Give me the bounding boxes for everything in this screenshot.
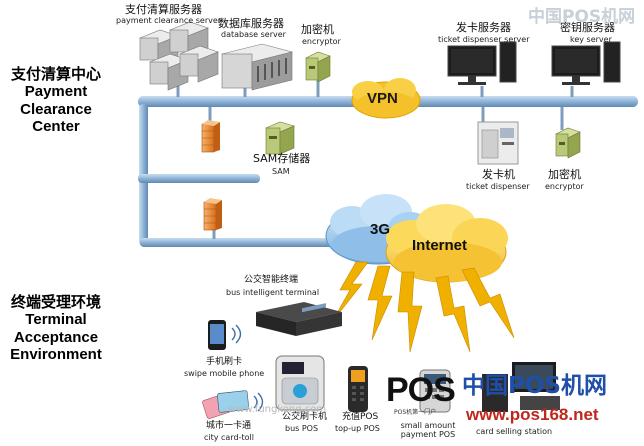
mobile-phone-label-zh: 手机刷卡 [206,357,243,367]
sam-link [138,174,260,183]
mobile-phone-icon [208,320,242,350]
database-server-label-en: database server [221,30,286,39]
small-pos-label-en: small amount payment POS [400,421,456,439]
payment-clearance-server-icon [139,21,219,91]
payment-center-section: 支付清算中心 Payment Clearance Center [0,65,112,135]
3g-label: 3G [370,221,391,238]
payment-center-title-en-1: Payment [24,83,88,101]
firewall-upper-icon [201,120,220,153]
clearance-server-label-zh: 支付清算服务器 [125,3,202,16]
ticket-dispenser-label-en: ticket dispenser [466,182,530,191]
key-server-label-zh: 密钥服务器 [560,21,615,34]
payment-center-title-en-3: Center [32,117,80,135]
bus-intelligent-terminal-icon [256,302,342,336]
card-selling-station-icon [482,362,560,412]
watermark-pos-logo: POS [386,371,456,409]
sam-label-en: SAM [272,167,290,176]
encryptor-top-label-zh: 加密机 [301,23,334,36]
bus-pos-label-en: bus POS [285,424,319,433]
database-server-icon [220,43,294,91]
encryptor-mid-icon [555,127,581,159]
terminal-title-en-3: Environment [10,345,102,363]
watermark-cn: 中国POS机网 [462,373,607,399]
small-amount-pos-icon [419,369,451,413]
bus-terminal-label-zh: 公交智能终端 [244,275,299,285]
sam-label-zh: SAM存储器 [253,152,311,165]
card-selling-label-en: card selling station [476,427,553,436]
internet-cloud [385,204,508,283]
watermark-mid: www.fungkong.com [228,404,327,415]
encryptor-mid-label-en: encryptor [545,182,584,191]
watermark-pos-sub: POS机第一门户 [394,409,437,416]
payment-center-title-zh: 支付清算中心 [10,65,101,83]
terminal-title-en-2: Acceptance [13,328,99,346]
terminal-section: 终端受理环境 Terminal Acceptance Environment [0,293,112,363]
encryptor-mid-label-zh: 加密机 [548,168,581,181]
ticket-dispenser-label-zh: 发卡机 [482,168,515,181]
ticket-dispenser-server-label-en: ticket dispenser server [438,35,530,44]
terminal-title-en-1: Terminal [25,311,87,329]
top-up-pos-icon [348,366,368,412]
top-up-pos-label-zh: 充值POS [342,412,379,422]
top-up-pos-label-en: top-up POS [335,424,380,433]
sam-storage-icon [265,121,295,155]
vpn-label: VPN [367,90,398,107]
mobile-phone-label-en: swipe mobile phone [184,369,265,378]
bus-pos-icon [275,355,325,411]
database-server-label-zh: 数据库服务器 [218,17,284,30]
internet-label: Internet [412,237,468,254]
clearance-server-label-en: payment clearance server [116,16,222,25]
city-card-label-zh: 城市一卡通 [206,421,252,431]
encryptor-top-icon [305,51,331,83]
vpn-cloud [351,78,421,119]
city-card-label-en: city card-toll [204,433,254,442]
encryptor-top-label-en: encryptor [302,37,341,46]
terminal-link [140,238,374,247]
bus-pos-label-zh: 公交刷卡机 [282,412,328,422]
key-server-icon [551,41,621,85]
city-card-icon [202,390,264,419]
watermark-url: www.pos168.net [466,405,599,424]
key-server-label-en: key server [570,35,612,44]
ticket-dispenser-icon [477,121,519,165]
lightning-bolts [331,261,515,353]
firewall-lower-icon [203,198,222,231]
bus-terminal-label-en: bus intelligent terminal [226,288,320,297]
watermark-top: 中国POS机网 [528,7,636,27]
payment-center-title-en-2: Clearance [20,100,92,118]
ticket-dispenser-server-icon [447,41,517,85]
terminal-title-zh: 终端受理环境 [10,293,101,311]
ticket-dispenser-server-label-zh: 发卡服务器 [456,21,511,34]
